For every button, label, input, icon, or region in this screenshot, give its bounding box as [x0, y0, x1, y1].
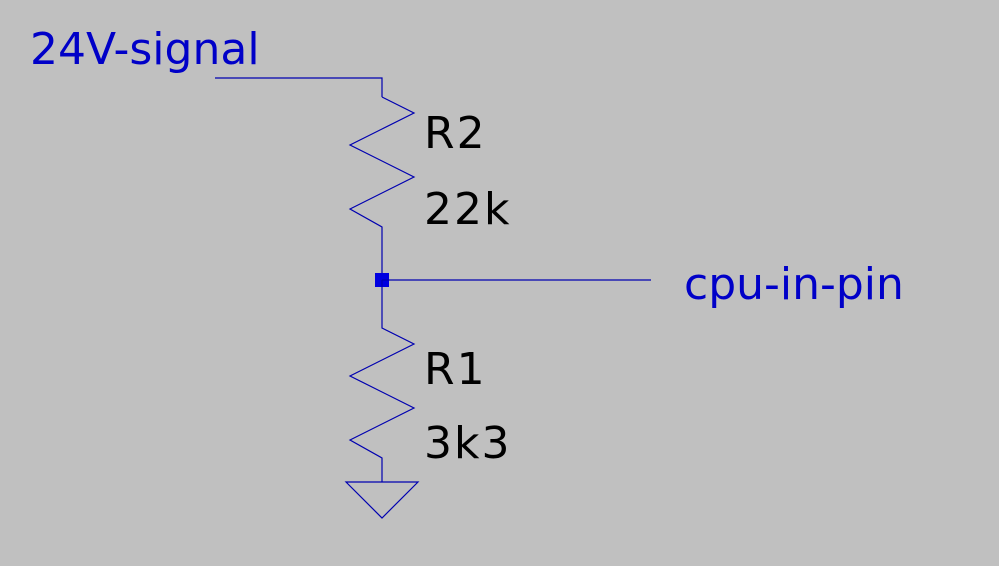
resistor-r2-symbol: [348, 96, 416, 280]
wire-input: [215, 77, 383, 97]
net-label-cpu-in-pin: cpu-in-pin: [684, 259, 904, 310]
r1-ref-label: R1: [424, 344, 487, 395]
r1-value-label: 3k3: [424, 418, 511, 469]
ground-symbol-icon: [344, 481, 420, 519]
net-label-24v-signal: 24V-signal: [30, 24, 260, 75]
r2-ref-label: R2: [424, 108, 487, 159]
r2-value-label: 22k: [424, 184, 511, 235]
resistor-r1-symbol: [348, 280, 416, 482]
